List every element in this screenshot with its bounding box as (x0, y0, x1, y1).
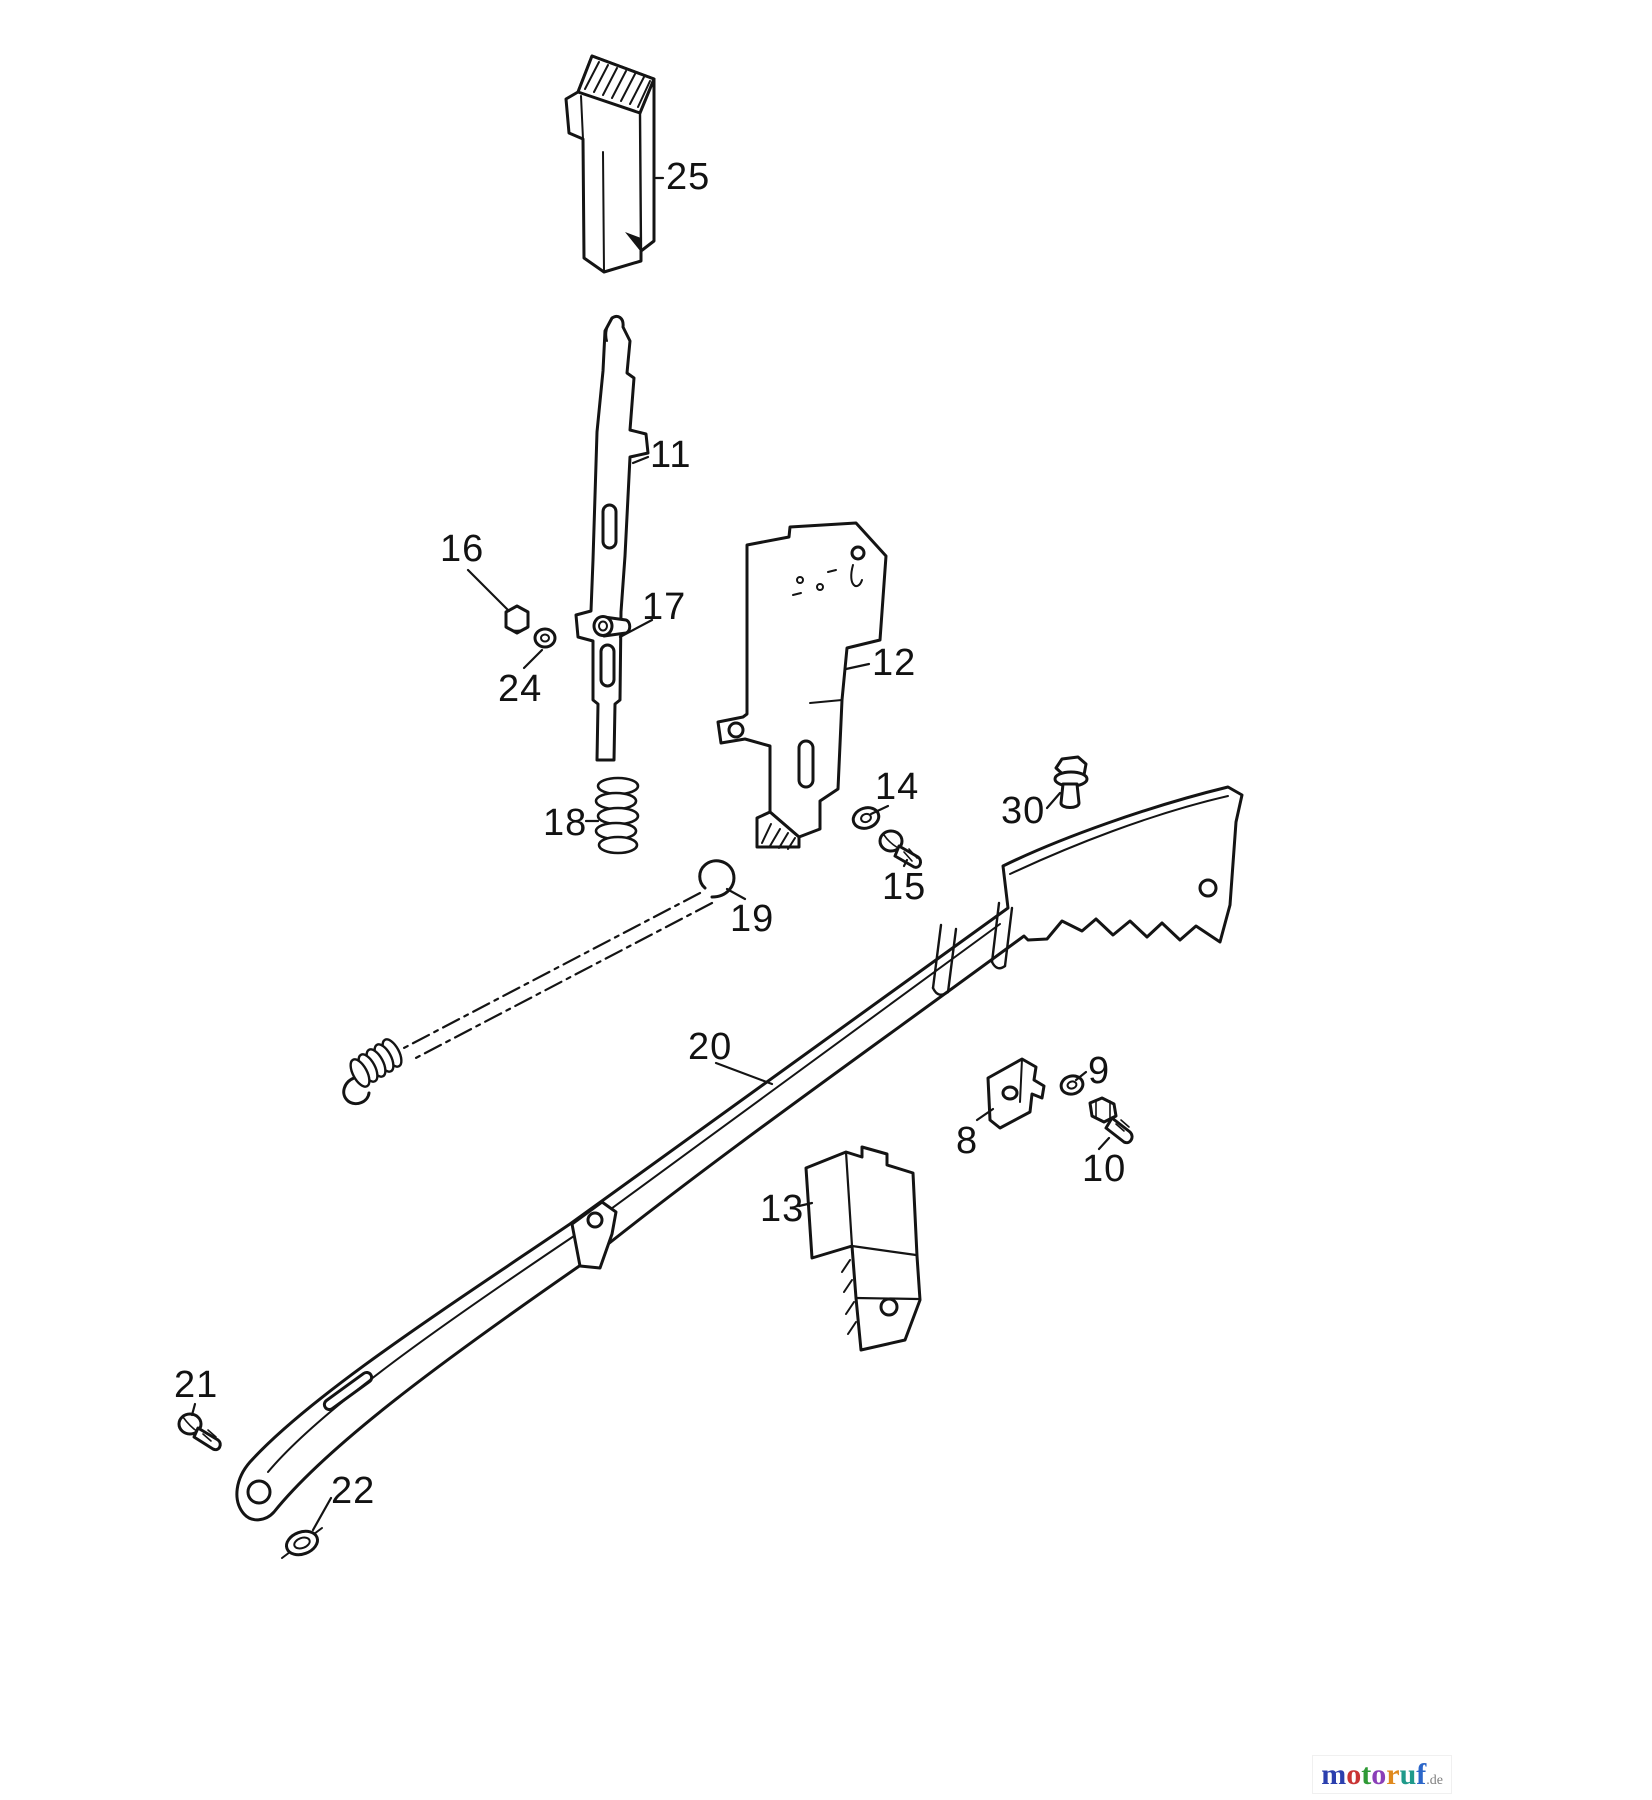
part-30-bolt-drawing (1053, 755, 1089, 809)
part-label-20: 20 (688, 1026, 733, 1068)
part-label-24: 24 (498, 668, 543, 710)
part-label-25: 25 (666, 156, 711, 198)
part-16-nut-drawing (504, 604, 530, 635)
part-label-15: 15 (882, 866, 927, 908)
part-label-8: 8 (956, 1120, 979, 1162)
brand-letter: m (1321, 1758, 1347, 1791)
part-label-9: 9 (1088, 1050, 1111, 1092)
part-label-10: 10 (1082, 1148, 1127, 1190)
part-20-handle-lever-drawing (235, 785, 1244, 1522)
brand-letter: o (1371, 1758, 1387, 1791)
part-label-17: 17 (642, 586, 687, 628)
brand-letter: u (1399, 1758, 1417, 1791)
part-label-16: 16 (440, 528, 485, 570)
part-label-30: 30 (1001, 790, 1046, 832)
part-17-pin-drawing (592, 615, 632, 638)
part-label-11: 11 (650, 434, 692, 476)
leader-lines (190, 176, 1111, 1532)
part-25-cover-drawing (564, 54, 656, 274)
part-19-spring-drawing (342, 859, 736, 1106)
brand-letter: t (1361, 1758, 1372, 1791)
brand-letter: f (1416, 1758, 1427, 1791)
part-9-washer-drawing (1059, 1074, 1085, 1096)
part-12-bracket-drawing (716, 521, 888, 850)
part-15-bolt-drawing (878, 829, 923, 869)
part-18-spring-drawing (594, 776, 640, 855)
part-11-lever-drawing (574, 314, 650, 762)
part-13-bracket-drawing (804, 1145, 922, 1352)
part-label-19: 19 (730, 898, 775, 940)
part-label-12: 12 (872, 642, 917, 684)
part-21-bolt-drawing (177, 1412, 222, 1452)
part-14-washer-drawing (851, 806, 881, 830)
part-label-13: 13 (760, 1188, 805, 1230)
part-8-bracket-drawing (986, 1057, 1046, 1130)
part-10-bolt-drawing (1088, 1096, 1134, 1145)
brand-letter: o (1346, 1758, 1362, 1791)
brand-suffix: .de (1426, 1773, 1443, 1788)
part-label-14: 14 (875, 766, 920, 808)
part-label-22: 22 (331, 1470, 376, 1512)
part-22-clip-drawing (281, 1527, 323, 1559)
part-24-washer-drawing (533, 627, 557, 649)
brand-wordmark: motoruf (1321, 1758, 1426, 1791)
part-label-21: 21 (174, 1364, 219, 1406)
part-label-18: 18 (543, 802, 588, 844)
brand-watermark[interactable]: motoruf.de (1312, 1755, 1452, 1794)
brand-letter: r (1386, 1758, 1400, 1791)
